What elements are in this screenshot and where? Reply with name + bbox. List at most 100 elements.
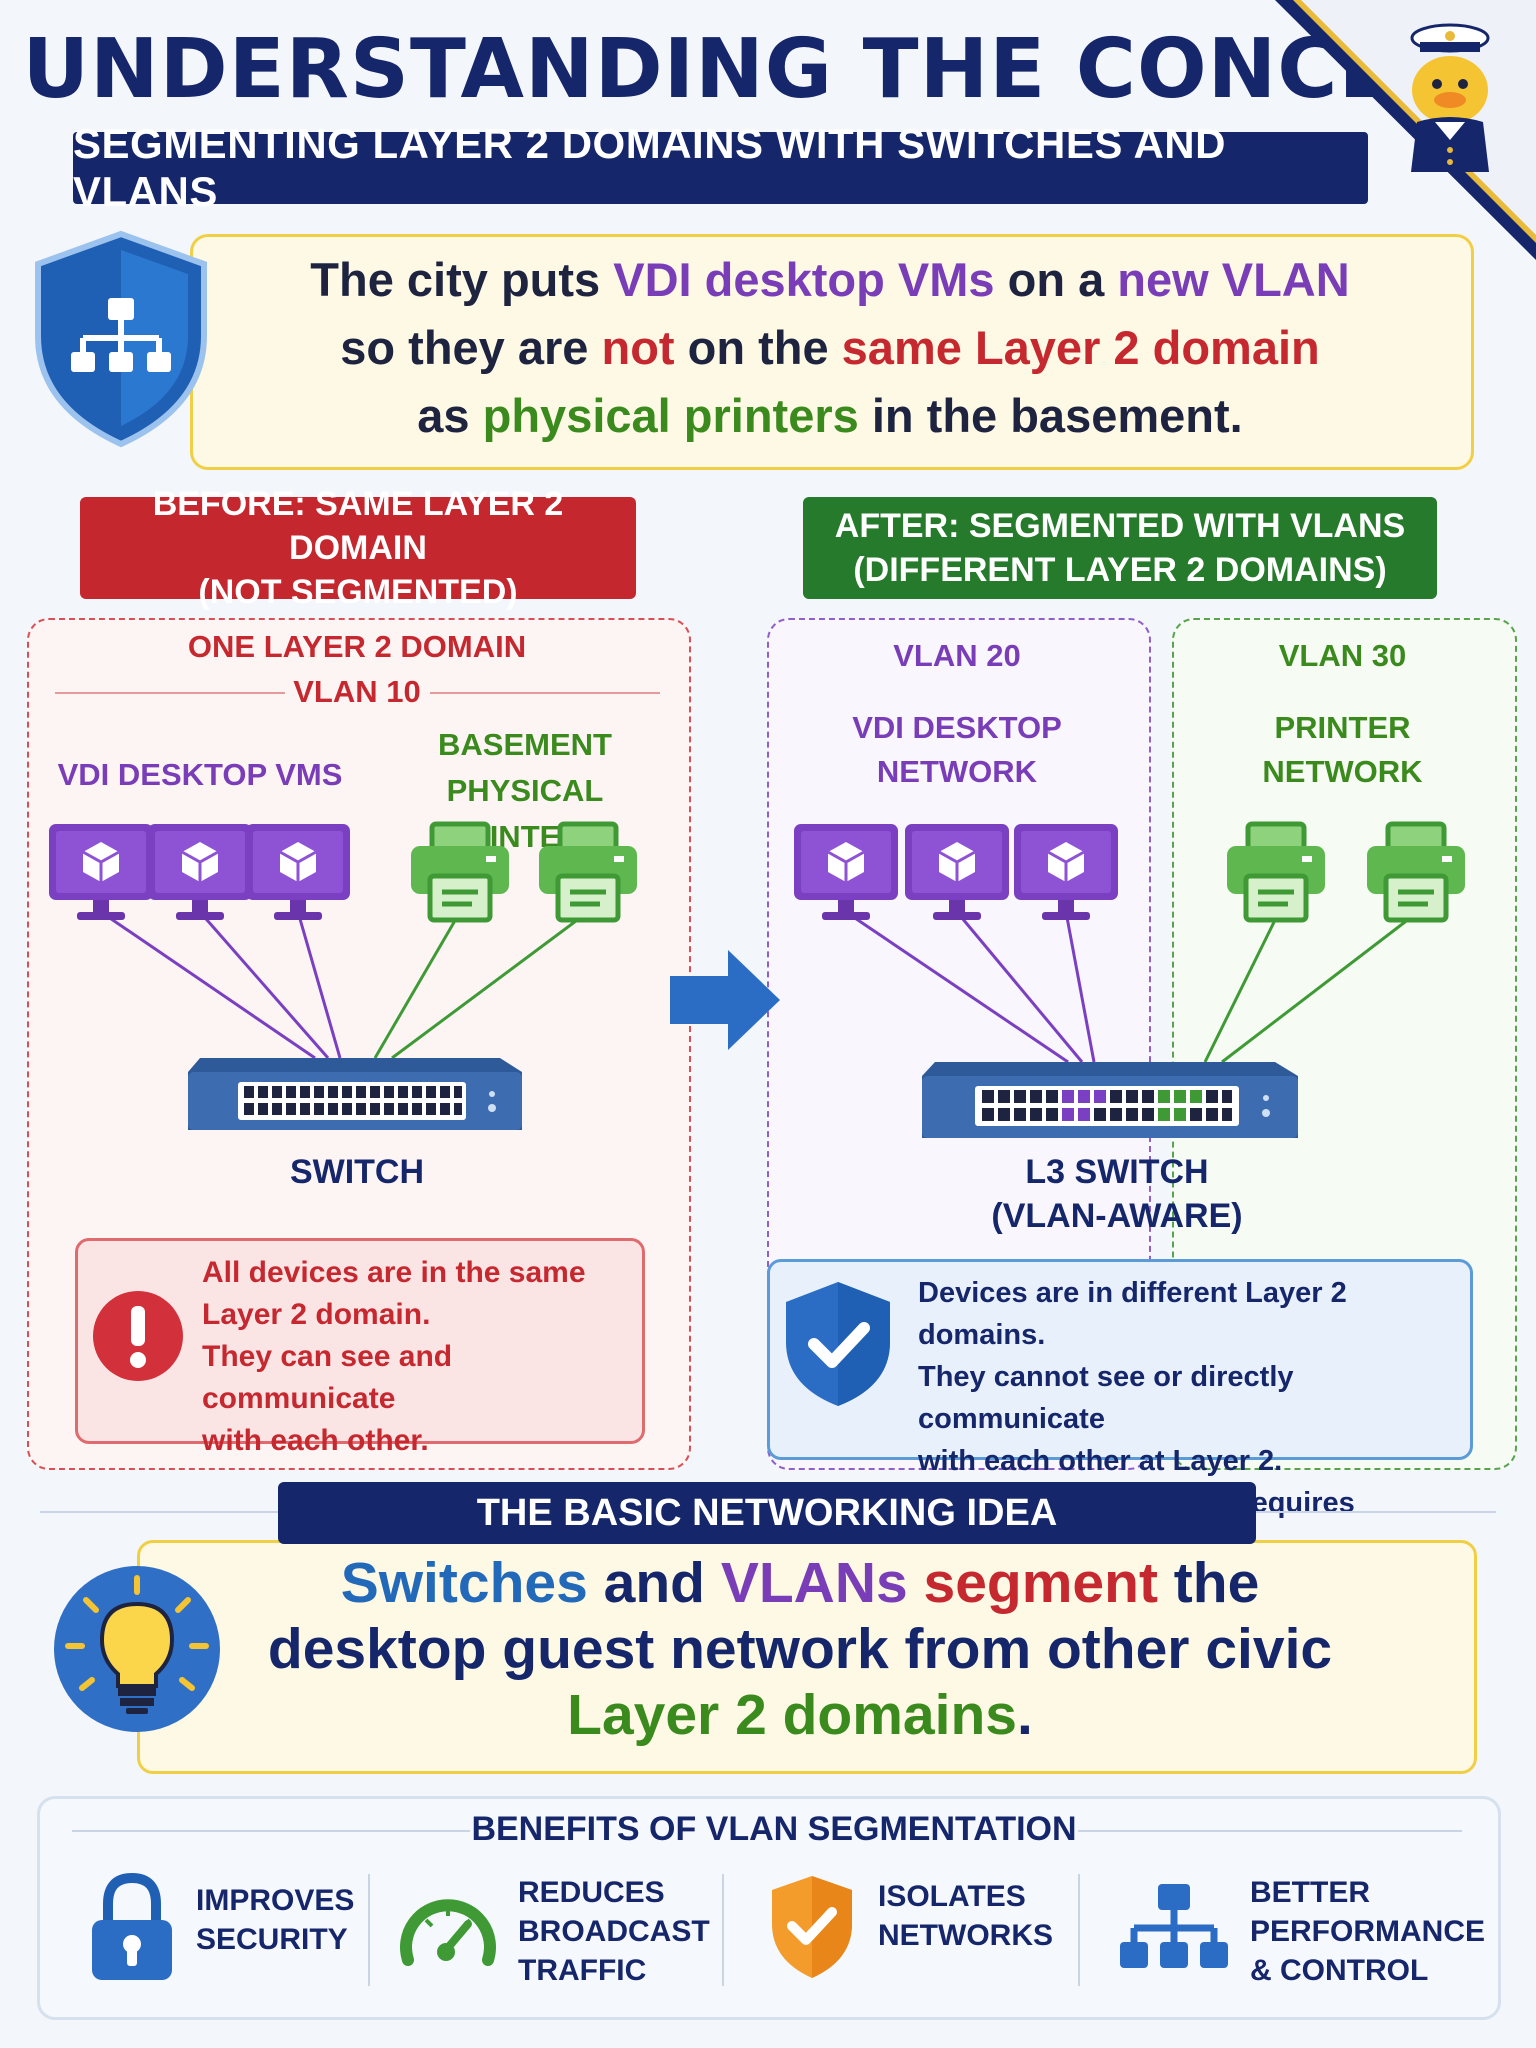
vdi-monitor-icon (903, 822, 1011, 922)
benefit-line: ISOLATES (878, 1880, 1026, 1913)
network-diagram (47, 800, 1536, 1138)
before-header: BEFORE: SAME LAYER 2 DOMAIN (NOT SEGMENTE… (80, 485, 636, 611)
note-line: Devices are in different Layer 2 domains… (918, 1277, 1347, 1351)
vlan30-label: VLAN 30 (1278, 638, 1407, 673)
subtitle-banner: SEGMENTING LAYER 2 DOMAINS WITH SWITCHES… (73, 120, 1368, 215)
basic-line-1: Switches and VLANs segment the (230, 1550, 1370, 1616)
l3-switch-label: L3 SWITCH (VLAN-AWARE) (897, 1150, 1337, 1238)
network-shield-icon (35, 230, 207, 448)
benefit-line: TRAFFIC (518, 1954, 647, 1987)
basic-highlight-vlans: VLANs (720, 1551, 908, 1615)
intro-text: as (417, 389, 483, 442)
vdi-network-label: VDI DESKTOP NETWORK (767, 706, 1147, 794)
after-header: AFTER: SEGMENTED WITH VLANS (DIFFERENT LA… (803, 497, 1437, 599)
note-line: with each other. (202, 1424, 429, 1457)
note-line: with each other at Layer 2. (918, 1445, 1283, 1477)
basic-highlight-segment: segment (907, 1551, 1158, 1615)
intro-text: so they are (340, 321, 602, 374)
after-header-line: (DIFFERENT LAYER 2 DOMAINS) (853, 551, 1387, 589)
benefit-line: & CONTROL (1250, 1954, 1429, 1987)
before-note-text: All devices are in the same Layer 2 doma… (202, 1252, 632, 1462)
vdi-network-label-line: NETWORK (876, 754, 1038, 789)
divider (1078, 1874, 1080, 1986)
lightbulb-icon (54, 1566, 220, 1732)
printers-label-line: BASEMENT (438, 727, 612, 762)
basic-text: the (1157, 1551, 1260, 1615)
intro-statement: The city puts VDI desktop VMs on a new V… (230, 246, 1430, 450)
divider (430, 692, 660, 694)
intro-text: The city puts (310, 253, 614, 306)
cable-line (391, 910, 589, 1060)
benefit-line: PERFORMANCE (1250, 1915, 1486, 1948)
duck-sailor-icon (1410, 23, 1490, 172)
basic-idea-banner: THE BASIC NETWORKING IDEA (278, 1482, 1256, 1544)
cable-line (100, 910, 316, 1060)
printer-icon (411, 824, 509, 920)
gauge-icon (400, 1899, 496, 1966)
vdi-network-label-line: VDI DESKTOP (852, 710, 1062, 745)
benefit-broadcast-label: REDUCES BROADCAST TRAFFIC (518, 1873, 710, 1990)
basic-idea-text: Switches and VLANs segment the desktop g… (230, 1550, 1370, 1748)
cable-line (955, 911, 1084, 1063)
after-header-line: AFTER: SEGMENTED WITH VLANS (834, 507, 1406, 545)
vdi-monitor-icon (146, 822, 254, 922)
printer-icon (1367, 824, 1465, 920)
before-header-line: (NOT SEGMENTED) (198, 573, 518, 611)
basic-line-2: desktop guest network from other civic (267, 1617, 1333, 1681)
domain-label: ONE LAYER 2 DOMAIN (187, 629, 527, 664)
exclamation-icon (93, 1291, 183, 1381)
basic-highlight-domains: Layer 2 domains (567, 1683, 1017, 1747)
divider (368, 1874, 370, 1986)
cable-line (1064, 911, 1096, 1063)
vlan10-label: VLAN 10 (293, 674, 421, 709)
benefit-line: IMPROVES (196, 1884, 355, 1917)
intro-text: on the (674, 321, 842, 374)
benefit-line: REDUCES (518, 1876, 665, 1909)
shield-check-icon (786, 1282, 890, 1406)
intro-highlight-vdi: VDI desktop VMs (613, 253, 995, 306)
intro-line-3: as physical printers in the basement. (230, 382, 1430, 450)
benefit-security-label: IMPROVES SECURITY (196, 1881, 354, 1959)
cable-line (1203, 911, 1281, 1063)
printer-icon (1227, 824, 1325, 920)
note-line: Layer 2 domain. (202, 1298, 431, 1331)
intro-highlight-vlan: new VLAN (1117, 253, 1350, 306)
basic-highlight-switches: Switches (340, 1551, 588, 1615)
vdi-monitor-icon (792, 822, 900, 922)
intro-text: in the basement. (858, 389, 1243, 442)
l3-switch-label-line: L3 SWITCH (1025, 1153, 1209, 1191)
switch-label: SWITCH (289, 1153, 425, 1191)
hierarchy-icon (1120, 1884, 1228, 1968)
vlan20-label: VLAN 20 (893, 638, 1021, 673)
l3-switch-icon (922, 1062, 1298, 1138)
arrow-right-icon (670, 950, 780, 1050)
vdi-monitor-icon (47, 822, 155, 922)
benefit-performance-label: BETTER PERFORMANCE & CONTROL (1250, 1873, 1485, 1990)
vdi-vms-label: VDI DESKTOP VMS (57, 757, 343, 792)
benefit-isolation-label: ISOLATES NETWORKS (878, 1877, 1053, 1955)
intro-text: on a (994, 253, 1118, 306)
cable-line (296, 911, 342, 1059)
printer-icon (539, 824, 637, 920)
intro-line-1: The city puts VDI desktop VMs on a new V… (230, 246, 1430, 314)
basic-text: . (1017, 1683, 1033, 1747)
benefit-line: NETWORKS (878, 1919, 1053, 1952)
printer-network-label: PRINTER NETWORK (1172, 706, 1513, 794)
before-header-line: BEFORE: SAME LAYER 2 DOMAIN (152, 485, 564, 567)
mascot-corner (1275, 0, 1536, 260)
note-line: They cannot see or directly communicate (918, 1361, 1294, 1435)
cable-line (198, 911, 330, 1059)
cable-line (845, 910, 1069, 1064)
vdi-monitor-icon (1012, 822, 1120, 922)
benefit-line: SECURITY (196, 1923, 348, 1956)
cable-line (1221, 910, 1419, 1064)
printer-network-label-line: NETWORK (1262, 754, 1423, 789)
vdi-monitor-icon (244, 822, 352, 922)
lock-icon (92, 1872, 172, 1980)
l3-switch-label-line: (VLAN-AWARE) (991, 1197, 1243, 1235)
divider (722, 1874, 724, 1986)
switch-icon (188, 1058, 522, 1130)
intro-highlight-not: not (601, 321, 675, 374)
intro-highlight-printers: physical printers (482, 389, 859, 442)
basic-line-3: Layer 2 domains. (230, 1682, 1370, 1748)
